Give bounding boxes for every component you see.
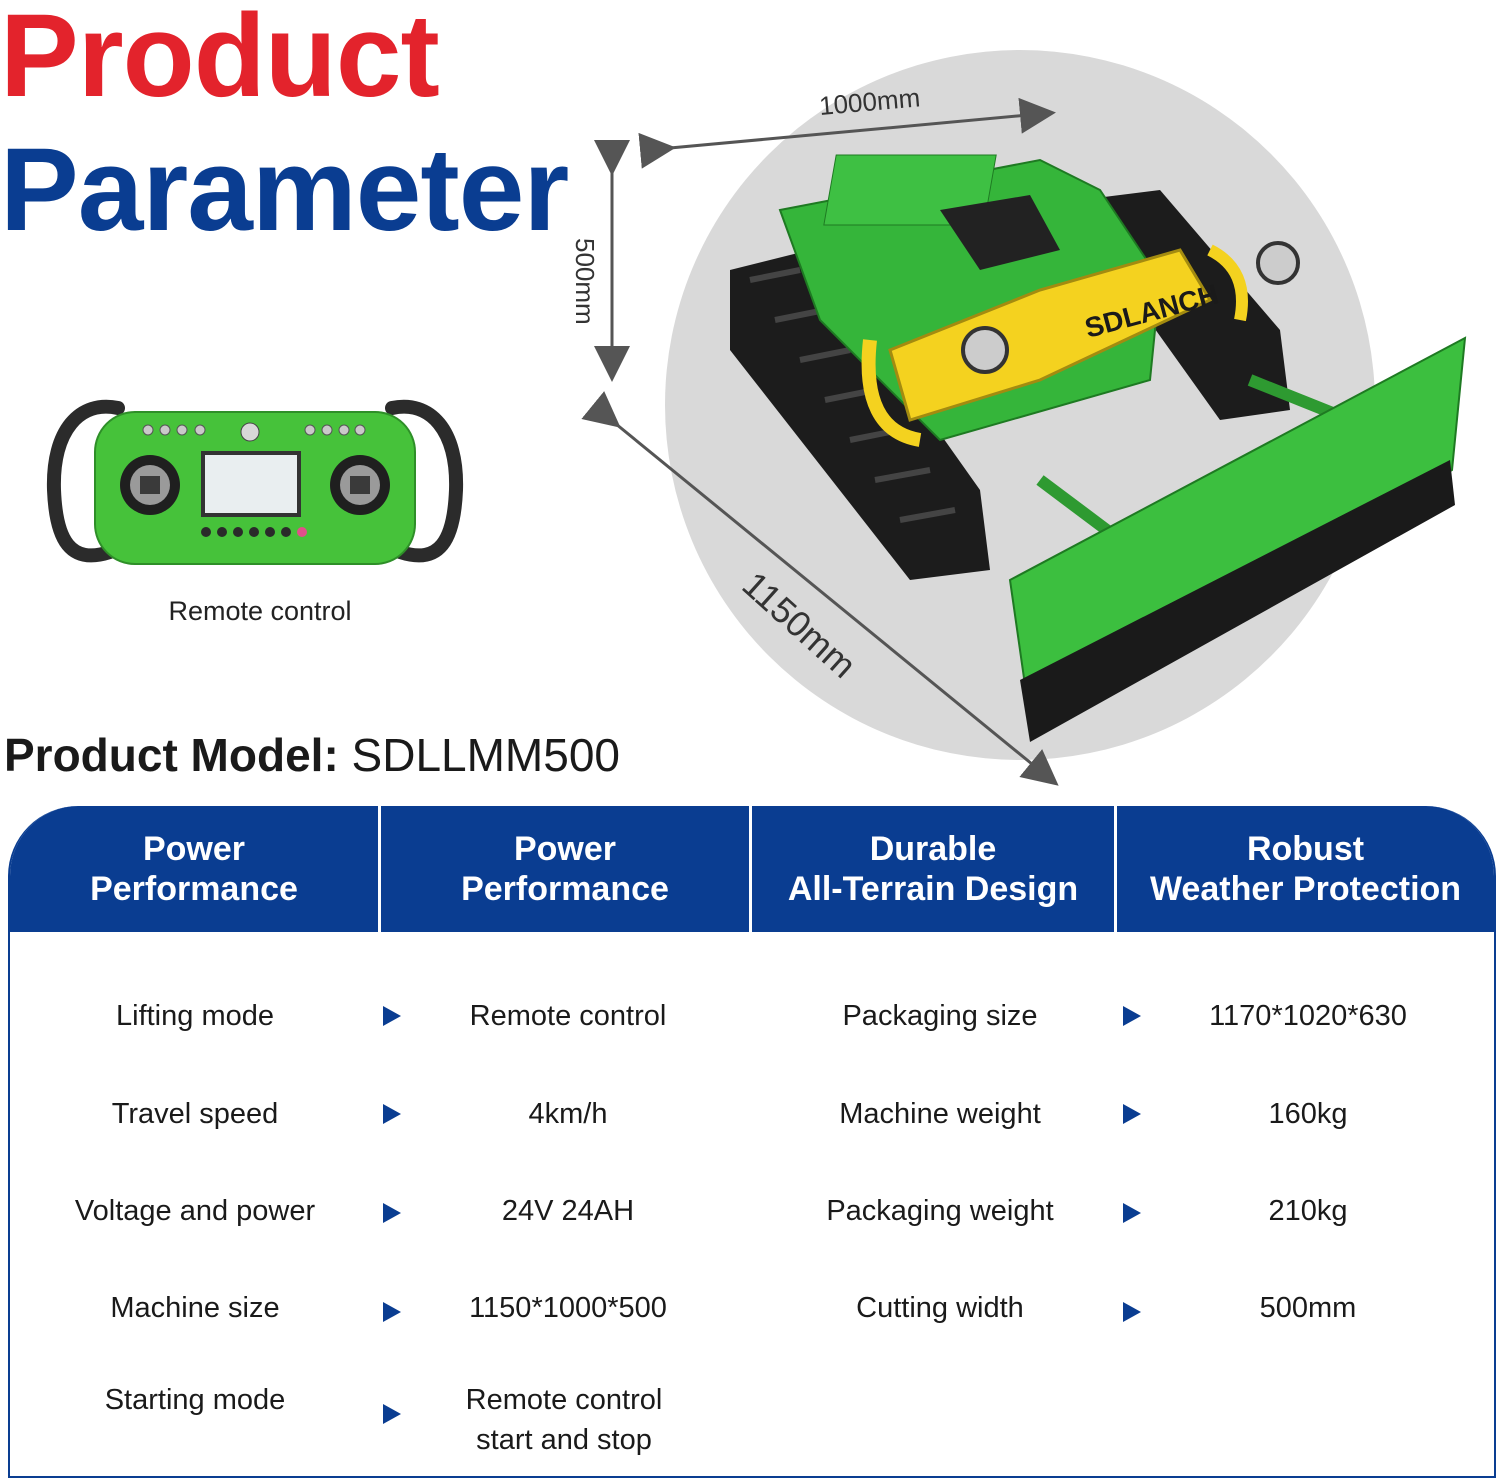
row-value: Remote control bbox=[469, 1000, 667, 1032]
arrow-icon bbox=[383, 1104, 401, 1124]
arrow-icon bbox=[383, 1006, 401, 1026]
row-value: 1170*1020*630 bbox=[1209, 1000, 1407, 1032]
product-model: Product Model: SDLLMM500 bbox=[4, 728, 620, 782]
model-label: Product Model: bbox=[4, 729, 339, 781]
row-label: Voltage and power bbox=[74, 1195, 316, 1227]
row-value: 210kg bbox=[1268, 1195, 1348, 1227]
table-row: Lifting mode Remote control Packaging si… bbox=[10, 996, 1494, 1056]
row-value: Remote control start and stop bbox=[465, 1384, 663, 1456]
remote-control-image bbox=[40, 390, 470, 580]
table-row: Machine size 1150*1000*500 Cutting width… bbox=[10, 1288, 1494, 1348]
row-value: 4km/h bbox=[528, 1098, 608, 1130]
table-row: Travel speed 4km/h Machine weight 160kg bbox=[10, 1094, 1494, 1154]
title-parameter: Parameter bbox=[0, 124, 569, 256]
arrow-icon bbox=[1123, 1104, 1141, 1124]
table-row: Starting mode Remote control start and s… bbox=[10, 1380, 1494, 1470]
row-label: Starting mode bbox=[104, 1384, 286, 1416]
row-label: Packaging weight bbox=[826, 1195, 1054, 1227]
row-value: 1150*1000*500 bbox=[469, 1292, 667, 1324]
dimension-height: 500mm bbox=[570, 238, 600, 325]
row-label: Packaging size bbox=[842, 1000, 1038, 1032]
mower-illustration: SDLANCH 1000mm 500mm 1150mm bbox=[560, 20, 1500, 800]
row-value: 24V 24AH bbox=[501, 1195, 635, 1227]
row-label: Travel speed bbox=[111, 1098, 279, 1130]
arrow-icon bbox=[1123, 1203, 1141, 1223]
arrow-icon bbox=[383, 1302, 401, 1322]
title-product: Product bbox=[0, 0, 440, 122]
row-label: Cutting width bbox=[856, 1292, 1024, 1324]
row-label: Machine weight bbox=[839, 1098, 1041, 1130]
row-value: 160kg bbox=[1268, 1098, 1348, 1130]
row-value: 500mm bbox=[1259, 1292, 1357, 1324]
remote-control-caption: Remote control bbox=[168, 596, 352, 626]
arrow-icon bbox=[1123, 1006, 1141, 1026]
table-row: Voltage and power 24V 24AH Packaging wei… bbox=[10, 1191, 1494, 1251]
row-label: Lifting mode bbox=[116, 1000, 274, 1032]
row-label: Machine size bbox=[110, 1292, 280, 1324]
model-value: SDLLMM500 bbox=[351, 729, 620, 781]
arrow-icon bbox=[383, 1404, 401, 1424]
arrow-icon bbox=[1123, 1302, 1141, 1322]
arrow-icon bbox=[383, 1203, 401, 1223]
